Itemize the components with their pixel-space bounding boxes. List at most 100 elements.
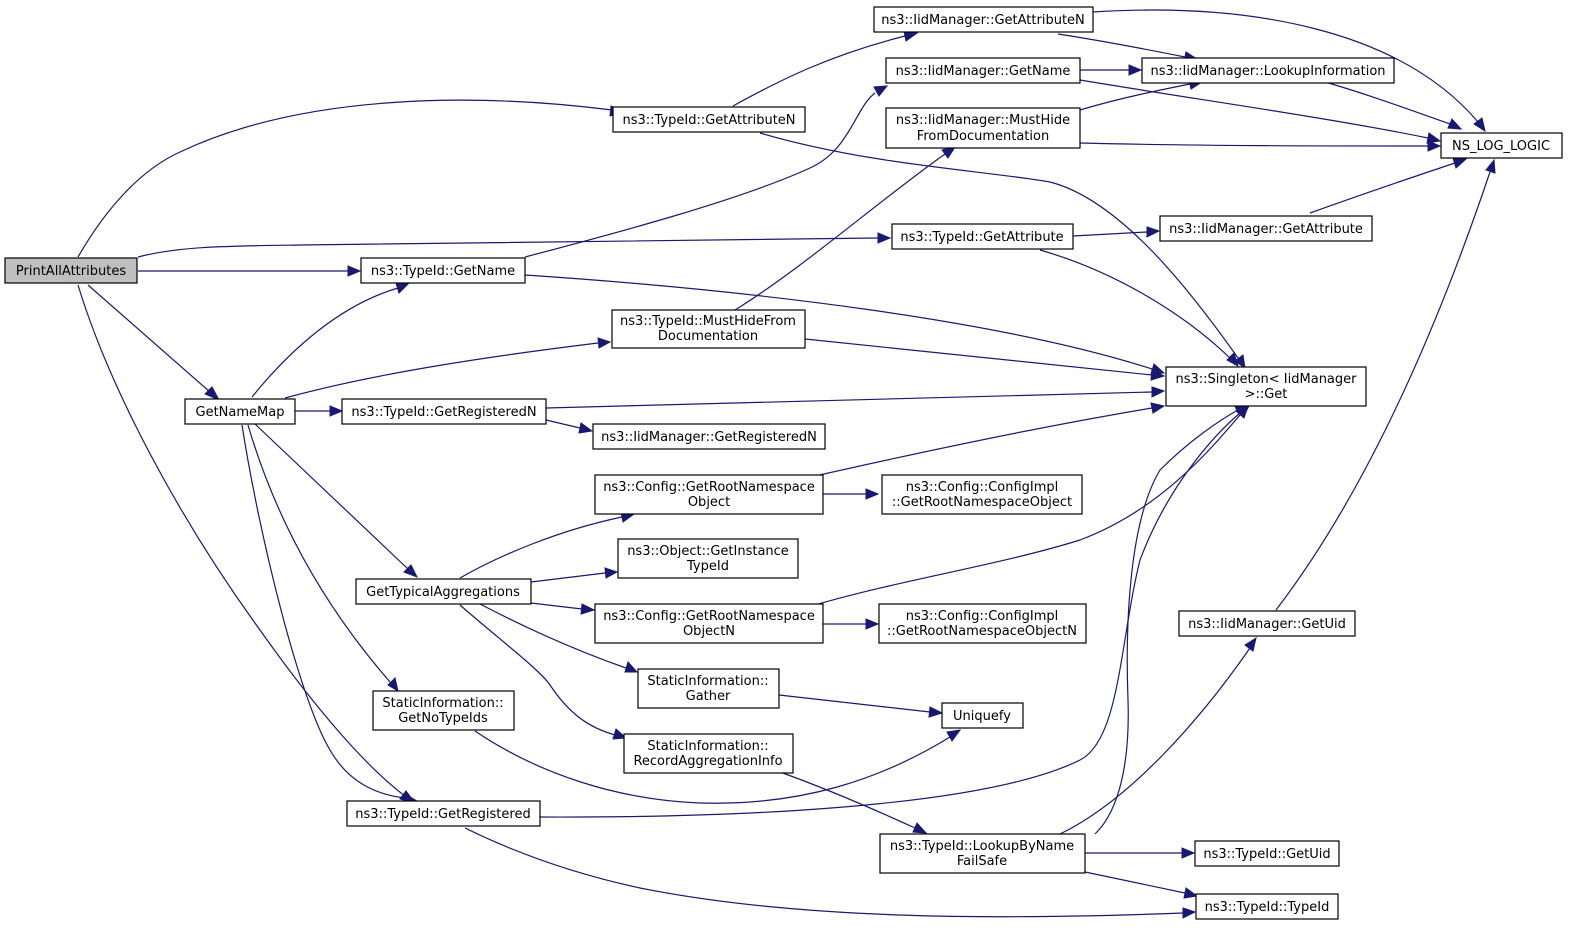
node-print-all-attributes[interactable]: PrintAllAttributes — [4, 257, 138, 284]
edge-typeid-getattributen-to-iid-getattributen — [732, 35, 906, 107]
node-config-get-root-namespace-object[interactable]: ns3::Config::GetRootNamespace Object — [594, 474, 824, 515]
node-label: NS_LOG_LOGIC — [1452, 139, 1550, 154]
arrowhead — [1128, 64, 1143, 76]
arrowhead — [1244, 636, 1257, 652]
edge-iid-musthide-to-nslog — [1079, 142, 1429, 147]
node-typeid-get-registered[interactable]: ns3::TypeId::GetRegistered — [346, 800, 541, 827]
node-label: >::Get — [1245, 387, 1288, 402]
edge-printall-to-typeid-getattribute — [137, 237, 879, 258]
node-label: FromDocumentation — [917, 129, 1049, 144]
node-label: Gather — [686, 689, 731, 704]
edge-typeid-musthide-to-iid-musthide — [734, 153, 946, 311]
node-label: Object — [688, 495, 730, 510]
node-label: ns3::TypeId::GetRegistered — [355, 807, 530, 822]
node-iid-must-hide[interactable]: ns3::IidManager::MustHide FromDocumentat… — [885, 107, 1081, 149]
node-label: ns3::Config::ConfigImpl — [906, 480, 1059, 495]
arrowhead — [865, 618, 880, 630]
edge-getregistered-to-typeid — [464, 827, 1184, 918]
edge-gettypical-to-gather — [479, 603, 627, 669]
node-configimpl-get-root-namespace-object-n[interactable]: ns3::Config::ConfigImpl ::GetRootNamespa… — [878, 603, 1087, 644]
node-label: GetNameMap — [196, 405, 285, 420]
node-iid-get-registered-n[interactable]: ns3::IidManager::GetRegisteredN — [592, 423, 826, 450]
node-label: ns3::IidManager::GetAttribute — [1169, 222, 1363, 237]
node-label: ns3::IidManager::GetUid — [1188, 617, 1346, 632]
node-static-info-gather[interactable]: StaticInformation:: Gather — [637, 668, 780, 709]
node-typeid-get-name[interactable]: ns3::TypeId::GetName — [360, 257, 526, 284]
edge-lookup-to-nslog — [1324, 81, 1451, 125]
arrowhead — [347, 265, 362, 277]
edge-recordaggregation-to-lookupbyname — [779, 771, 916, 829]
edge-iid-getattributen-to-nslog — [1092, 9, 1479, 123]
node-label: GetNoTypeIds — [398, 711, 488, 726]
node-uniquefy[interactable]: Uniquefy — [941, 702, 1024, 729]
node-typeid-get-registered-n[interactable]: ns3::TypeId::GetRegisteredN — [341, 398, 547, 425]
arrowhead — [580, 603, 596, 615]
arrowhead — [865, 488, 880, 500]
node-get-typical-aggregations[interactable]: GetTypicalAggregations — [355, 578, 532, 605]
node-static-info-record-aggregation-info[interactable]: StaticInformation:: RecordAggregationInf… — [623, 733, 794, 774]
arrowhead — [597, 337, 612, 349]
arrowhead — [1150, 369, 1166, 381]
node-iid-get-attribute-n[interactable]: ns3::IidManager::GetAttributeN — [873, 6, 1094, 33]
node-typeid-typeid[interactable]: ns3::TypeId::TypeId — [1195, 893, 1339, 920]
arrowhead — [1151, 386, 1166, 398]
arrowhead — [1146, 226, 1161, 238]
node-label: ns3::IidManager::GetAttributeN — [881, 13, 1085, 28]
node-label: Documentation — [658, 329, 758, 344]
node-label: ns3::Object::GetInstance — [627, 544, 789, 559]
node-label: GetTypicalAggregations — [366, 585, 520, 600]
arrowhead — [1452, 157, 1468, 169]
node-label: ::GetRootNamespaceObjectN — [887, 624, 1077, 639]
edge-getnamemap-to-getnotypeids — [247, 424, 391, 683]
node-iid-lookup-information[interactable]: ns3::IidManager::LookupInformation — [1141, 57, 1395, 84]
node-label: StaticInformation:: — [382, 696, 503, 711]
node-typeid-get-attribute-n[interactable]: ns3::TypeId::GetAttributeN — [612, 106, 806, 133]
node-iid-get-attribute[interactable]: ns3::IidManager::GetAttribute — [1159, 215, 1373, 242]
node-label: ns3::Config::GetRootNamespace — [603, 609, 815, 624]
node-static-info-get-no-typeids[interactable]: StaticInformation:: GetNoTypeIds — [372, 690, 515, 731]
node-configimpl-get-root-namespace-object[interactable]: ns3::Config::ConfigImpl ::GetRootNamespa… — [881, 474, 1083, 515]
arrowhead — [1181, 847, 1196, 859]
arrowhead — [604, 567, 619, 579]
node-typeid-get-attribute[interactable]: ns3::TypeId::GetAttribute — [891, 223, 1074, 250]
arrowhead — [1226, 352, 1239, 368]
edge-config-rootns-to-singleton — [814, 407, 1153, 477]
nodes: PrintAllAttributes GetNameMap ns3::TypeI… — [4, 6, 1563, 920]
arrowhead — [1473, 117, 1486, 133]
node-label: ns3::Config::ConfigImpl — [906, 609, 1059, 624]
edge-gettypical-to-config-rootns-n — [530, 602, 583, 610]
node-label: StaticInformation:: — [647, 739, 768, 754]
node-label: ns3::TypeId::GetAttributeN — [622, 113, 795, 128]
edge-getnotypeids-to-uniquefy — [474, 730, 951, 804]
arrowhead — [1234, 354, 1246, 370]
node-label: ObjectN — [683, 624, 735, 639]
node-typeid-lookup-by-name-failsafe[interactable]: ns3::TypeId::LookupByName FailSafe — [879, 833, 1086, 874]
edge-printall-to-typeid-getregistered — [77, 284, 406, 797]
node-config-get-root-namespace-object-n[interactable]: ns3::Config::GetRootNamespace ObjectN — [594, 603, 824, 644]
edge-typeid-getname-to-iid-getname — [524, 92, 876, 258]
edge-getnamemap-to-typeid-getname — [251, 287, 399, 398]
arrowhead — [624, 661, 639, 673]
node-ns-log-logic[interactable]: NS_LOG_LOGIC — [1440, 132, 1563, 159]
node-singleton-get[interactable]: ns3::Singleton< IidManager >::Get — [1165, 366, 1367, 407]
edge-getregistered-to-singleton — [539, 412, 1241, 818]
node-iid-get-name[interactable]: ns3::IidManager::GetName — [885, 57, 1081, 84]
edge-getregisteredn-to-iid-getregisteredn — [545, 419, 581, 429]
arrowhead — [1485, 158, 1496, 174]
node-get-name-map[interactable]: GetNameMap — [184, 398, 296, 425]
node-label: ns3::TypeId::TypeId — [1205, 900, 1330, 915]
node-label: ns3::Config::GetRootNamespace — [603, 480, 815, 495]
node-label: ns3::TypeId::GetUid — [1203, 847, 1330, 862]
node-label: ns3::IidManager::LookupInformation — [1150, 64, 1385, 79]
edge-getnamemap-to-typeid-musthide — [284, 342, 599, 399]
node-typeid-must-hide[interactable]: ns3::TypeId::MustHideFrom Documentation — [611, 309, 806, 349]
arrowhead — [1183, 887, 1199, 899]
arrowhead — [928, 706, 944, 718]
node-object-get-instance-typeid[interactable]: ns3::Object::GetInstance TypeId — [617, 538, 799, 579]
arrowhead — [1182, 907, 1197, 919]
arrowhead — [1426, 132, 1442, 144]
edge-iid-getattribute-to-nslog — [1309, 162, 1456, 214]
node-label: TypeId — [686, 559, 729, 574]
node-typeid-get-uid[interactable]: ns3::TypeId::GetUid — [1194, 840, 1340, 867]
node-iid-get-uid[interactable]: ns3::IidManager::GetUid — [1178, 610, 1356, 637]
